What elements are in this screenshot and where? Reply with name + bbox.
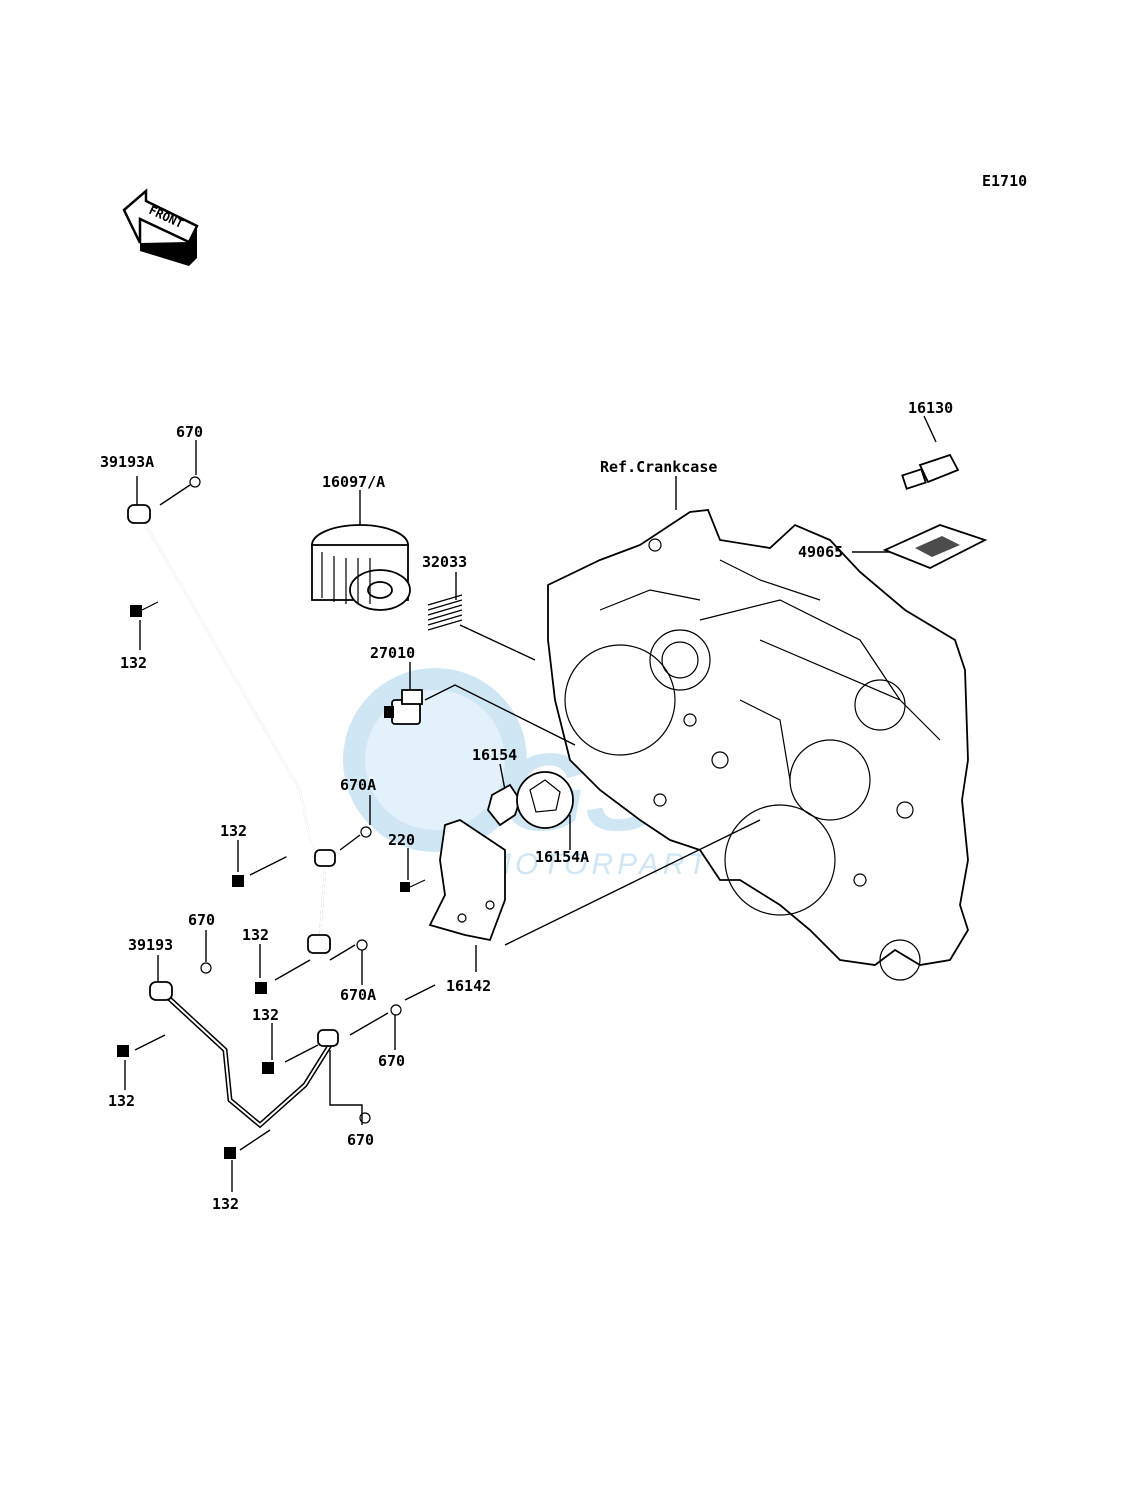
oil-pipe-39193A-icon (127, 504, 336, 954)
label-132-b2: 132 (252, 1006, 279, 1024)
label-670-top: 670 (176, 423, 203, 441)
part-49065-icon (882, 524, 988, 569)
label-32033: 32033 (422, 553, 467, 571)
spring-32033-icon (427, 594, 463, 631)
leader-lines (124, 415, 937, 1192)
label-132-left: 132 (108, 1092, 135, 1110)
bolt-220-icon (400, 879, 426, 892)
crankcase-illustration (547, 509, 969, 981)
label-39193A: 39193A (100, 453, 154, 471)
label-670-low: 670 (378, 1052, 405, 1070)
label-39193: 39193 (128, 936, 173, 954)
label-16097A: 16097/A (322, 473, 385, 491)
label-670A-low: 670A (340, 986, 376, 1004)
label-670-left: 670 (188, 911, 215, 929)
label-16154A: 16154A (535, 848, 589, 866)
label-670A-mid: 670A (340, 776, 376, 794)
oil-pipe-39193-icon (149, 981, 339, 1129)
label-220: 220 (388, 831, 415, 849)
oil-filter-icon (311, 524, 411, 611)
label-16154: 16154 (472, 746, 517, 764)
part-labels: 16130 Ref.Crankcase 49065 16097/A 32033 … (100, 399, 953, 1213)
watermark-tagline: MOTORPARTS (486, 848, 734, 881)
diagram-code: E1710 (982, 172, 1027, 190)
label-132-bottom: 132 (212, 1195, 239, 1213)
label-49065: 49065 (798, 543, 843, 561)
label-16130: 16130 (908, 399, 953, 417)
switch-27010-icon (384, 689, 423, 725)
part-16130-icon (901, 453, 960, 490)
label-16142: 16142 (446, 977, 491, 995)
small-parts (117, 476, 402, 1159)
label-27010: 27010 (370, 644, 415, 662)
cover-16142-icon (428, 819, 506, 942)
label-132-mid: 132 (220, 822, 247, 840)
rotor-16154A-icon (516, 771, 574, 829)
label-670-bottom: 670 (347, 1131, 374, 1149)
rotor-16154-icon (487, 783, 521, 827)
front-arrow-icon: FRONT (122, 188, 199, 266)
label-132-top: 132 (120, 654, 147, 672)
label-132-b1: 132 (242, 926, 269, 944)
label-ref-crankcase: Ref.Crankcase (600, 458, 717, 476)
